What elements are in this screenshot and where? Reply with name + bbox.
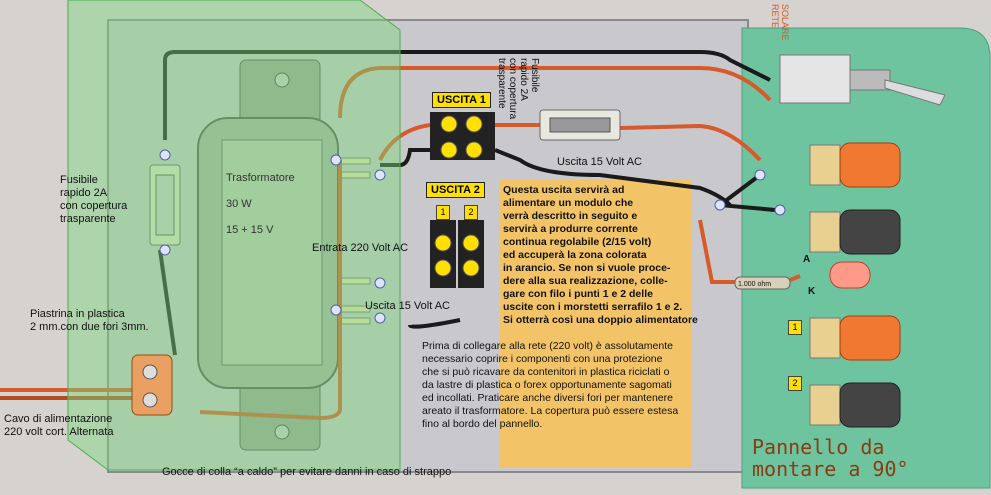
binding-post-black-2 [809,382,901,428]
uscita1-label: USCITA 1 [432,92,491,108]
warning-note: Prima di collegare alla rete (220 volt) … [422,340,679,430]
fuse-left-label: Fusibile rapido 2A con copertura traspar… [60,174,128,225]
panel-title: Pannello da montare a 90° [752,435,909,481]
binding-post-black-1 [809,209,901,255]
terminal-1-label: 1 [436,205,450,220]
terminal-uscita1 [430,112,495,160]
transformer [197,59,339,451]
plastic-cover [67,0,401,471]
output-bottom-label: Uscita 15 Volt AC [365,300,450,312]
mains-input-label: Entrata 220 Volt AC [312,242,409,254]
fuse-left [149,164,181,246]
uscita2-label: USCITA 2 [426,182,485,198]
orange-zone [500,180,692,468]
led-anode-label: A [803,254,811,265]
resistor [734,276,791,290]
glue-label: Gocce di colla “a caldo” per evitare dan… [162,466,452,478]
led-cathode-label: K [808,286,816,297]
cable-label: Cavo di alimentazione 220 volt cort. Alt… [4,413,114,438]
fuse-top-label: Fusibile rapido 2A con copertura traspar… [496,58,540,120]
front-panel [741,27,991,489]
power-label: 30 W [226,198,252,210]
binding-post-red-2 [809,315,901,361]
binding-post-red-1 [809,142,901,188]
fuse-top [539,109,621,141]
orange-wires [0,66,801,421]
terminal-2-label: 2 [464,205,478,220]
plate-label: Piastrina in plastica 2 mm.con due fori … [30,308,149,333]
resistor-label: 1.000 ohm [738,281,772,288]
terminal-uscita2 [430,220,484,288]
black-wires [158,50,776,356]
binding-post-1-label: 1 [788,320,802,335]
switch-label: SOLARE RETE [770,4,790,41]
connection-dots [159,149,786,324]
orange-zone-note: Questa uscita servirà ad alimentare un m… [503,184,698,326]
led [829,261,871,289]
plastic-plate [131,354,173,416]
voltage-label: 15 + 15 V [226,224,274,236]
transformer-label: Trasformatore [226,172,295,184]
toggle-switch [779,54,946,106]
binding-post-2-label: 2 [788,376,802,391]
output-top-label: Uscita 15 Volt AC [557,156,642,168]
